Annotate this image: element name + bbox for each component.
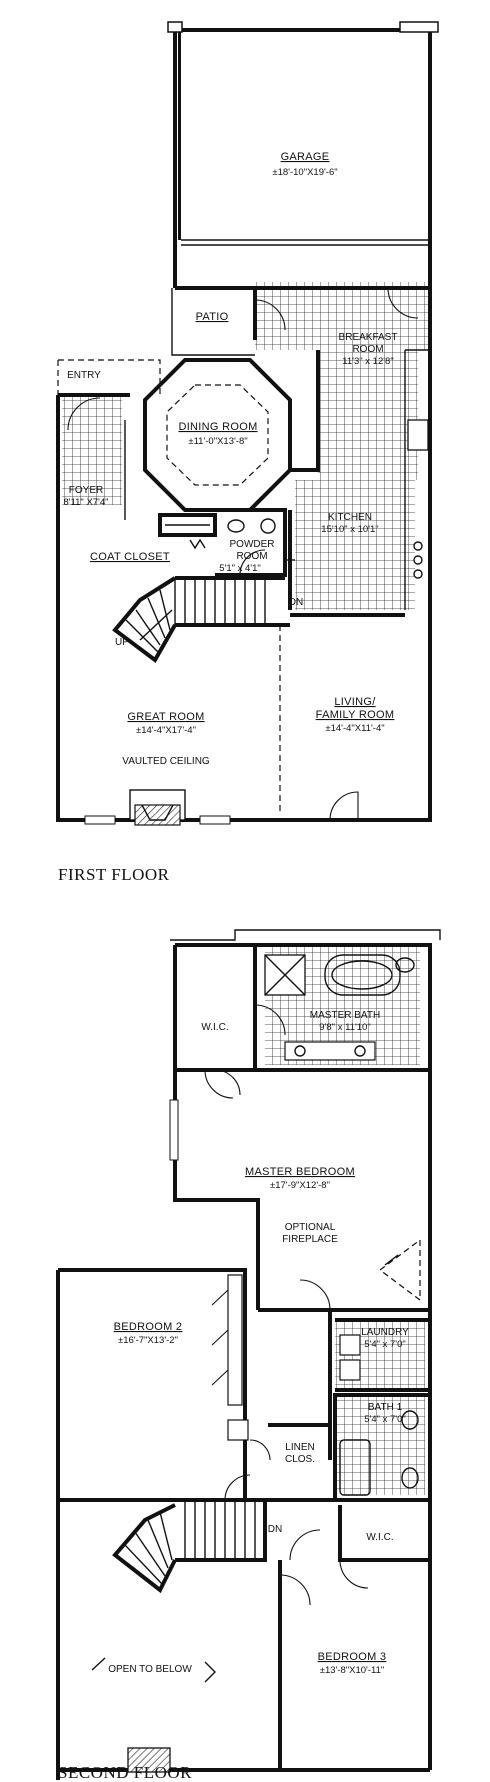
great-name: GREAT ROOM <box>127 711 204 723</box>
optional-fireplace-outline <box>379 1238 421 1302</box>
bedroom3-dim: ±13'-8"X10'-11" <box>320 1665 385 1676</box>
laundry-name: LAUNDRY <box>361 1327 409 1338</box>
stair-dn-label: DN <box>289 597 303 608</box>
dryer <box>339 1359 361 1381</box>
breakfast-tile <box>255 282 430 350</box>
bedroom2-dim: ±16'-7"X13'-2" <box>118 1335 178 1346</box>
bedroom3-name: BEDROOM 3 <box>318 1651 387 1663</box>
garage-name: GARAGE <box>281 151 330 163</box>
living-name-2: FAMILY ROOM <box>316 709 395 721</box>
powder-name-1: POWDER <box>230 539 275 550</box>
bath1-sink <box>401 1410 419 1430</box>
first-floor-title: FIRST FLOOR <box>58 865 170 884</box>
stair-up-label: UP <box>115 637 129 648</box>
breakfast-dim: 11'3" x 12'8" <box>342 356 393 367</box>
master-bath-dim: 9'8" x 11'10" <box>319 1022 370 1033</box>
bedroom2-closet <box>227 1274 243 1406</box>
bedroom-bay <box>127 1747 171 1773</box>
foyer-name: FOYER <box>69 485 103 496</box>
kitchen-tile-upper <box>318 350 418 480</box>
second-floor: W.I.C. MASTER BATH 9'8" x 11'10" MASTER … <box>56 929 441 1782</box>
powder-dim: 5'1" x 4'1" <box>219 563 261 574</box>
laundry-dim: 5'4" x 7'0" <box>364 1339 406 1350</box>
open-to-below-name: OPEN TO BELOW <box>108 1664 192 1675</box>
first-floor-outer-wall <box>56 395 432 822</box>
foyer-dim: 8'11" X7'4" <box>63 497 108 508</box>
bedroom2-wall <box>58 1268 247 1500</box>
linen-line-1: LINEN <box>285 1442 314 1453</box>
second-floor-stairs <box>58 1498 430 1594</box>
master-toilet <box>395 957 415 973</box>
kitchen-tile <box>295 480 415 610</box>
sink <box>407 419 429 451</box>
first-floor: GARAGE ±18'-10"X19'-6" PATIO BREAKFAST R… <box>56 21 439 884</box>
master-bed-name: MASTER BEDROOM <box>245 1166 355 1178</box>
master-bath-name: MASTER BATH <box>310 1010 380 1021</box>
bath1-dim: 5'4" x 7'0" <box>364 1414 406 1425</box>
master-window <box>169 1099 179 1161</box>
living-name-1: LIVING/ <box>334 696 376 708</box>
bath1-tub <box>339 1439 371 1496</box>
great-note: VAULTED CEILING <box>122 756 210 767</box>
great-dim: ±14'-4"X17'-4" <box>136 725 196 736</box>
bathtub <box>324 954 401 996</box>
second-floor-title: SECOND FLOOR <box>58 1763 192 1782</box>
wic2-name: W.I.C. <box>366 1532 393 1543</box>
vanity <box>284 1041 376 1061</box>
coat-closet-name: COAT CLOSET <box>90 551 170 563</box>
patio-outline <box>171 288 255 356</box>
living-dim: ±14'-4"X11'-4" <box>325 723 384 734</box>
washer <box>339 1334 361 1356</box>
kitchen-dim: 15'10" x 10'1" <box>321 524 378 535</box>
breakfast-name-1: BREAKFAST <box>339 332 398 343</box>
powder-toilet <box>227 519 245 533</box>
master-bed-dim: ±17'-9"X12'-8" <box>270 1180 330 1191</box>
linen-line-2: CLOS. <box>285 1454 315 1465</box>
entry-name: ENTRY <box>67 370 101 381</box>
patio-name: PATIO <box>196 311 229 323</box>
powder-name-2: ROOM <box>236 551 267 562</box>
garage-dim: ±18'-10"X19'-6" <box>272 167 337 178</box>
fireplace-line-1: OPTIONAL <box>285 1222 336 1233</box>
fireplace-line-2: FIREPLACE <box>282 1234 338 1245</box>
breakfast-name-2: ROOM <box>352 344 383 355</box>
first-floor-stairs <box>112 576 290 663</box>
bedroom2-name: BEDROOM 2 <box>114 1321 183 1333</box>
stair-dn-label-2: DN <box>268 1524 282 1535</box>
bath1-toilet <box>401 1467 419 1489</box>
kitchen-name: KITCHEN <box>328 512 372 523</box>
wic1-name: W.I.C. <box>201 1022 228 1033</box>
dining-name: DINING ROOM <box>178 421 257 433</box>
dining-dim: ±11'-0"X13'-8" <box>188 436 247 447</box>
bath1-name: BATH 1 <box>368 1402 403 1413</box>
